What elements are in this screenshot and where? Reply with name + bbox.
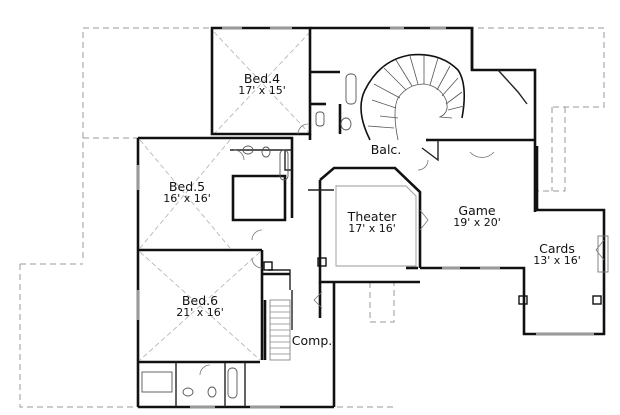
room-dimensions: 16' x 16' [163,192,211,206]
room-bed4: Bed.4 17' x 15' [238,72,286,97]
room-name: Bed.4 [243,71,281,86]
ceiling-diagonals [139,31,311,361]
walls [136,26,606,409]
room-name: Comp. [291,333,333,348]
room-name: Game [458,203,496,218]
room-theater: Theater 17' x 16' [348,210,397,235]
room-dimensions: 17' x 16' [348,222,396,236]
room-dimensions: 13' x 16' [533,254,581,268]
cards-bay-window [597,235,609,273]
room-name: Bed.5 [168,179,206,194]
room-balcony: Balc. [371,143,402,156]
room-comp: Comp. [292,334,332,347]
roof-outline [19,27,605,408]
room-name: Bed.6 [181,293,219,308]
straight-staircase [269,299,291,361]
room-name: Cards [539,241,575,256]
bath-fixtures [141,73,357,399]
room-cards: Cards 13' x 16' [533,242,581,267]
partitions [175,69,528,407]
room-name: Balc. [370,142,402,157]
room-dimensions: 17' x 15' [238,84,286,98]
room-bed5: Bed.5 16' x 16' [163,180,211,205]
room-name: Theater [347,209,397,224]
room-bed6: Bed.6 21' x 16' [176,294,224,319]
theater-riser [335,185,417,267]
windows [136,26,594,409]
columns [263,257,602,305]
room-dimensions: 19' x 20' [453,216,501,230]
room-dimensions: 21' x 16' [176,306,224,320]
room-game: Game 19' x 20' [453,204,501,229]
doors [199,123,605,376]
spiral-staircase [360,53,466,141]
